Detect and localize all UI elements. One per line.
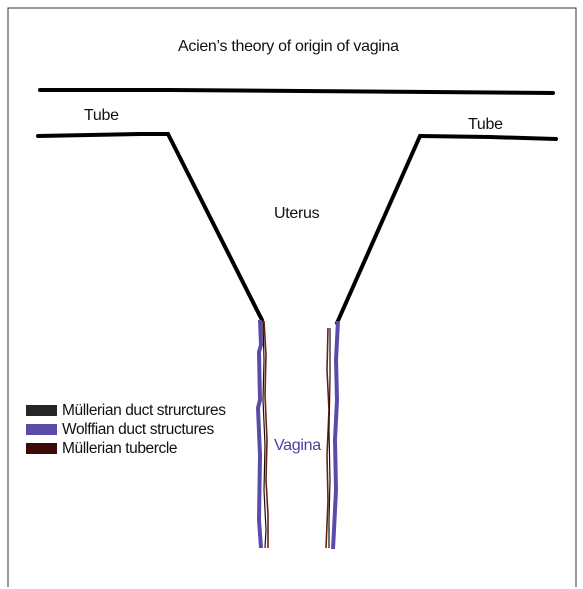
- right-uterine-wall: [337, 136, 420, 323]
- legend-swatch-mullerian-duct: [26, 405, 57, 416]
- legend-item-wolffian-duct: Wolffian duct structures: [26, 420, 226, 439]
- legend-swatch-wolffian-duct: [26, 424, 57, 435]
- right-mullerian-duct-line: [329, 328, 330, 548]
- right-wolffian-duct-line: [333, 321, 338, 549]
- tube-left-label: Tube: [84, 107, 119, 125]
- left-tube-line: [38, 134, 168, 136]
- legend-item-mullerian-duct: Müllerian duct strurctures: [26, 401, 226, 420]
- legend: Müllerian duct strurctures Wolffian duct…: [26, 401, 226, 458]
- vagina-label: Vagina: [274, 437, 321, 455]
- legend-label-wolffian-duct: Wolffian duct structures: [62, 421, 214, 439]
- right-tube-line: [420, 136, 556, 139]
- diagram-title: Acien’s theory of origin of vagina: [178, 38, 399, 56]
- left-wolffian-duct-line: [258, 320, 261, 548]
- legend-swatch-mullerian-tubercle: [26, 443, 57, 454]
- top-horizontal-line: [40, 90, 553, 93]
- tube-right-label: Tube: [468, 116, 503, 134]
- legend-label-mullerian-tubercle: Müllerian tubercle: [62, 440, 177, 458]
- left-uterine-wall: [168, 134, 262, 320]
- legend-label-mullerian-duct: Müllerian duct strurctures: [62, 402, 226, 420]
- figure-frame: [8, 8, 576, 587]
- uterus-label: Uterus: [274, 205, 319, 223]
- legend-item-mullerian-tubercle: Müllerian tubercle: [26, 439, 226, 458]
